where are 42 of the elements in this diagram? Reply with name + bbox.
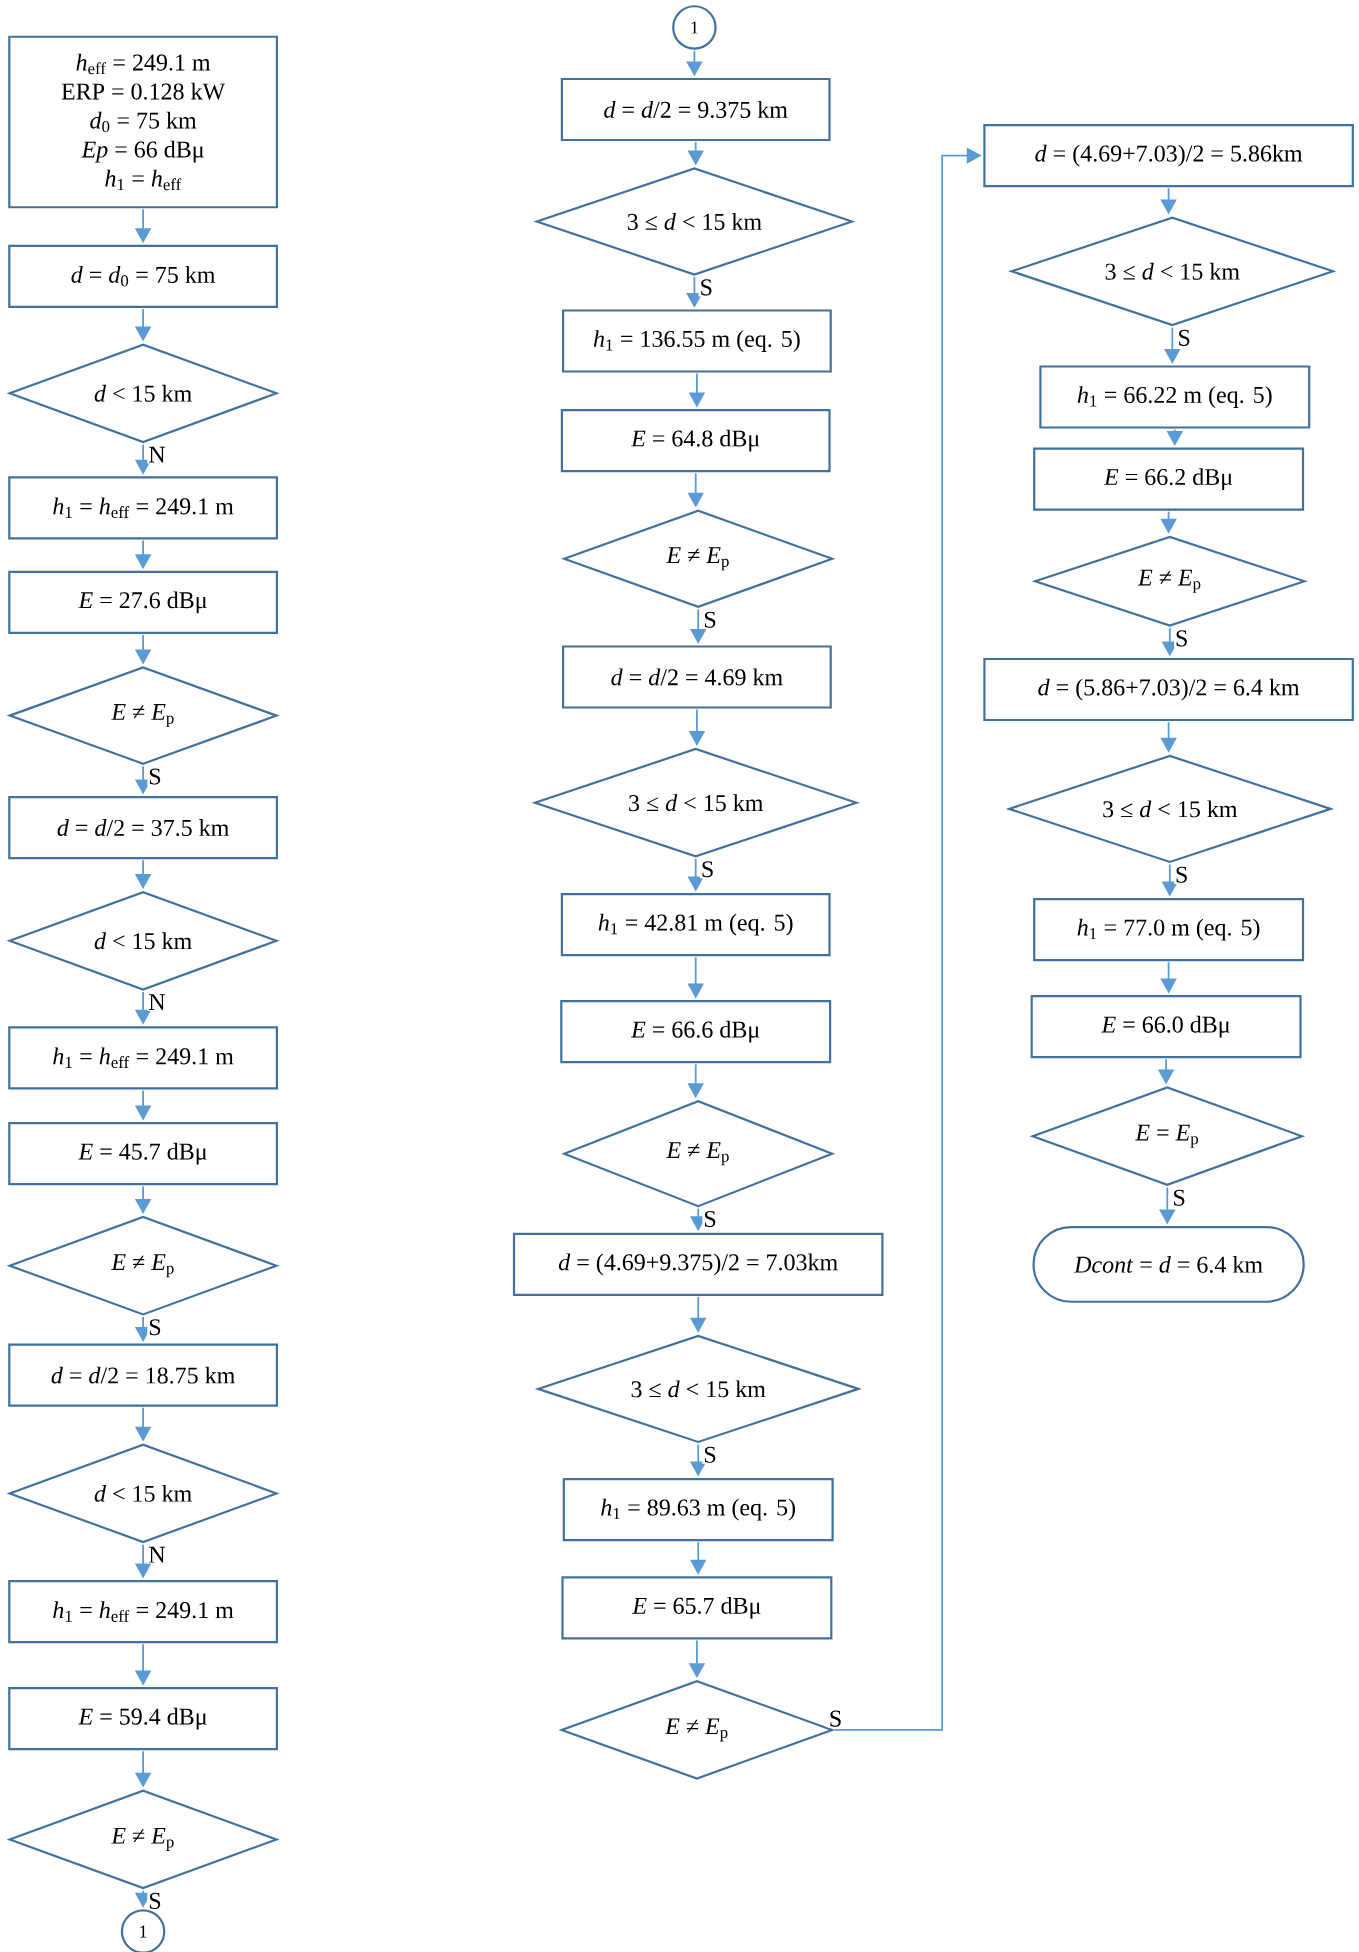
process-box: h$_{1}$ = 42.81 m (eq. 5) [560,893,831,957]
edge-label: S [147,1891,163,1910]
process-box: h$_{1}$ = h$_{eff}$ = 249.1 m [8,1580,278,1644]
process-box: h$_{1}$ = h$_{eff}$ = 249.1 m [8,1026,278,1090]
process-box: h$_{1}$ = 66.22 m (eq. 5) [1039,365,1311,429]
process-box: h$_{eff}$ = 249.1 m ERP = 0.128 kW d$_{0}$ = 75 km Ep = 66 dBμ h$_{1}$ = h$_{eff}$ [8,35,278,209]
process-box: d = d/2 = 37.5 km [8,796,278,860]
edge-label: S [1171,1188,1187,1207]
process-box: d = d/2 = 9.375 km [560,77,831,142]
process-box: h$_{1}$ = 77.0 m (eq. 5) [1033,898,1305,962]
edge-label: S [147,767,163,786]
process-box: E = 65.7 dBμ [561,1576,833,1640]
process-box: E = 66.0 dBμ [1030,995,1302,1059]
edge-label: S [827,1709,844,1728]
edge-label: S [699,860,716,879]
process-box: d = (4.69+7.03)/2 = 5.86km [983,124,1354,188]
process-box: E = 27.6 dBμ [8,570,278,634]
process-box: d = (5.86+7.03)/2 = 6.4 km [983,657,1354,722]
edge-label: S [1174,865,1190,884]
process-box: E = 59.4 dBμ [8,1687,278,1751]
process-box: E = 64.8 dBμ [560,409,831,473]
process-box: E = 45.7 dBμ [8,1122,278,1186]
process-box: E = 66.6 dBμ [560,1000,832,1064]
terminal-box: Dcont = d = 6.4 km [1032,1225,1305,1303]
process-box: h$_{1}$ = 89.63 m (eq. 5) [562,1478,834,1542]
process-box: h$_{1}$ = h$_{eff}$ = 249.1 m [8,476,278,540]
edge-label: S [147,1318,163,1337]
process-box: d = (4.69+9.375)/2 = 7.03km [512,1232,884,1296]
edge-label: S [702,610,718,629]
edge-label: N [147,1545,167,1564]
process-box: d = d/2 = 4.69 km [562,645,832,709]
process-box: h$_{1}$ = 136.55 m (eq. 5) [562,309,832,373]
edge-label: S [1176,328,1192,347]
edge-label: S [698,278,714,297]
process-box: d = d$_{0}$ = 75 km [8,244,278,308]
edge-label: N [147,445,167,464]
process-box: d = d/2 = 18.75 km [8,1343,278,1407]
process-box: E = 66.2 dBμ [1033,447,1305,511]
edge-label: N [147,993,167,1011]
edge-label: S [1174,629,1190,648]
edge-label: S [702,1445,718,1464]
edge-label: S [702,1209,718,1229]
